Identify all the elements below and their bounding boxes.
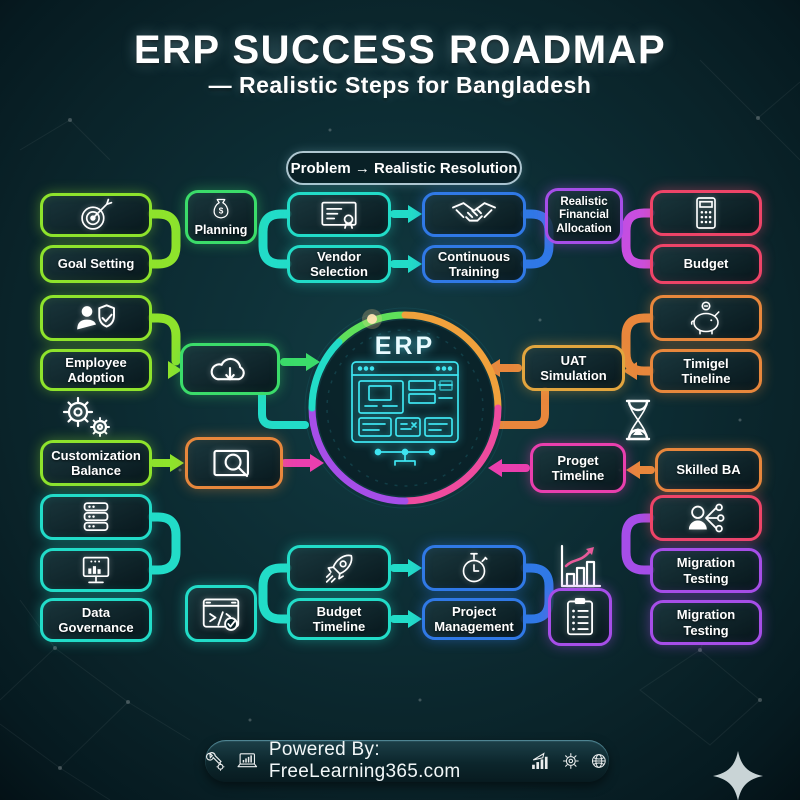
goal-setting-icon-box (40, 193, 152, 237)
handshake-icon (452, 202, 496, 222)
clipboard-checklist-box (548, 588, 612, 646)
page-subtitle: — Realistic Steps for Bangladesh (208, 72, 592, 98)
sparkle-decoration (712, 750, 764, 800)
growth-chart-floating-icon (550, 538, 608, 601)
erp-dashboard-icon (351, 361, 459, 466)
customization-balance-label: Customization Balance (51, 447, 141, 478)
employee-adoption-icon-box (40, 295, 152, 341)
footer-bar: Powered By: FreeLearning365.com (205, 739, 609, 782)
svg-text:$: $ (219, 206, 224, 215)
gears-floating-icon (58, 394, 114, 445)
budget-timeline-box: Budget Timeline (287, 598, 391, 640)
project-management-label: Project Management (434, 603, 514, 634)
moneybag-icon: $ (213, 198, 229, 219)
continuous-training-label: Continuous Training (437, 248, 511, 279)
user-shield-icon (77, 304, 115, 330)
goal-setting-label: Goal Setting (57, 256, 135, 272)
budget-label: Budget (683, 256, 729, 272)
hourglass-icon (625, 399, 651, 441)
code-check-box (185, 585, 257, 642)
user-network-icon (688, 503, 725, 533)
search-image-icon (213, 449, 249, 478)
project-management-box: Project Management (422, 598, 526, 640)
vendor-selection-box: Vendor Selection (287, 245, 391, 283)
stopwatch-icon (462, 552, 488, 583)
globe-icon (592, 754, 607, 768)
data-governance-label: Data Governance (58, 604, 134, 635)
rocket-icon-box (287, 545, 391, 591)
timigel-tineline-label: Timigel Tineline (681, 355, 731, 386)
calculator-icon (696, 197, 716, 229)
proget-timeline-label: Proget Timeline (551, 452, 605, 483)
user-network-icon-box (650, 495, 762, 541)
uat-simulation-label: UAT Simulation (540, 352, 607, 383)
cloud-download-icon (210, 357, 245, 381)
continuous-training-box: Continuous Training (422, 245, 526, 283)
rocket-icon (325, 554, 353, 583)
cloud-download-box (180, 343, 280, 395)
calculator-icon-box (650, 190, 762, 236)
goal-setting-box: Goal Setting (40, 245, 152, 283)
customization-balance-box: Customization Balance (40, 440, 152, 486)
timigel-tineline-box: Timigel Tineline (650, 349, 762, 393)
signal-bars-icon (532, 752, 548, 769)
migration-testing-box-2: Migration Testing (650, 600, 762, 645)
migration-testing-box-1: Migration Testing (650, 548, 762, 593)
sparkle-icon (713, 751, 763, 800)
page-title: ERP SUCCESS ROADMAP (133, 28, 667, 72)
skilled-ba-label: Skilled BA (676, 462, 741, 478)
planning-label: Planning (194, 222, 248, 237)
database-icon (83, 502, 109, 531)
code-check-icon (202, 598, 240, 631)
realistic-financial-allocation-box: Realistic Financial Allocation (545, 188, 623, 244)
employee-adoption-box: Employee Adoption (40, 349, 152, 391)
certificate-icon (321, 201, 357, 229)
budget-box: Budget (650, 244, 762, 284)
piggy-bank-icon (690, 301, 720, 335)
stopwatch-icon-box (422, 545, 526, 591)
target-icon (81, 198, 113, 230)
data-governance-box: Data Governance (40, 598, 152, 642)
monitor-icon (82, 556, 110, 584)
handshake-icon-box (422, 192, 526, 237)
erp-core-label: ERP (374, 332, 436, 360)
search-image-box (185, 437, 283, 489)
clipboard-icon (567, 598, 593, 636)
migration-testing-label-2: Migration Testing (676, 607, 736, 638)
wrench-gear-icon (206, 752, 225, 771)
employee-adoption-label: Employee Adoption (65, 354, 127, 385)
database-icon-box (40, 494, 152, 540)
growth-chart-icon (560, 544, 602, 588)
hourglass-floating-icon (618, 396, 658, 449)
banner-text: Problem → Realistic Resolution (290, 159, 518, 177)
certificate-icon-box (287, 192, 391, 237)
migration-testing-label-1: Migration Testing (676, 555, 736, 586)
realistic-financial-allocation-label: Realistic Financial Allocation (556, 195, 612, 235)
footer-text: Powered By: FreeLearning365.com (268, 739, 461, 782)
gear-icon (562, 753, 579, 769)
budget-timeline-label: Budget Timeline (312, 603, 366, 634)
skilled-ba-box: Skilled BA (655, 448, 762, 492)
planning-box: $ Planning (185, 190, 257, 244)
uat-simulation-box: UAT Simulation (522, 345, 625, 391)
vendor-selection-label: Vendor Selection (310, 248, 368, 279)
banner-problem-resolution: Problem → Realistic Resolution (286, 151, 522, 185)
monitor-icon-box (40, 548, 152, 592)
gears-icon (62, 396, 110, 437)
proget-timeline-box: Proget Timeline (530, 443, 626, 493)
piggy-bank-icon-box (650, 295, 762, 341)
laptop-chart-icon (237, 753, 258, 768)
